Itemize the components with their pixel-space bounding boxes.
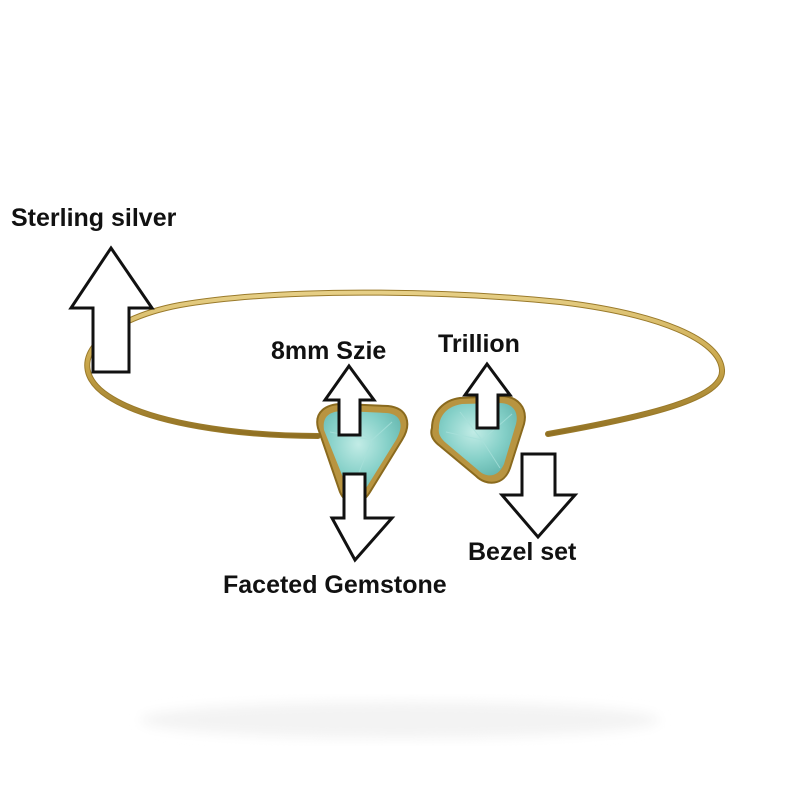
label-sterling-silver: Sterling silver — [11, 204, 177, 232]
trillion-up-arrow-icon — [462, 361, 513, 430]
label-trillion: Trillion — [438, 330, 520, 358]
size-up-arrow-icon — [322, 363, 377, 437]
cuff-band — [84, 289, 725, 439]
bezel-set-down-arrow-icon — [498, 452, 579, 540]
label-size: 8mm Szie — [271, 337, 387, 365]
bracelet-shadow — [140, 702, 660, 738]
faceted-gemstone-down-arrow-icon — [329, 472, 396, 563]
label-faceted-gemstone: Faceted Gemstone — [223, 571, 447, 599]
label-bezel-set: Bezel set — [468, 538, 577, 566]
sterling-silver-up-arrow-icon — [68, 245, 155, 374]
